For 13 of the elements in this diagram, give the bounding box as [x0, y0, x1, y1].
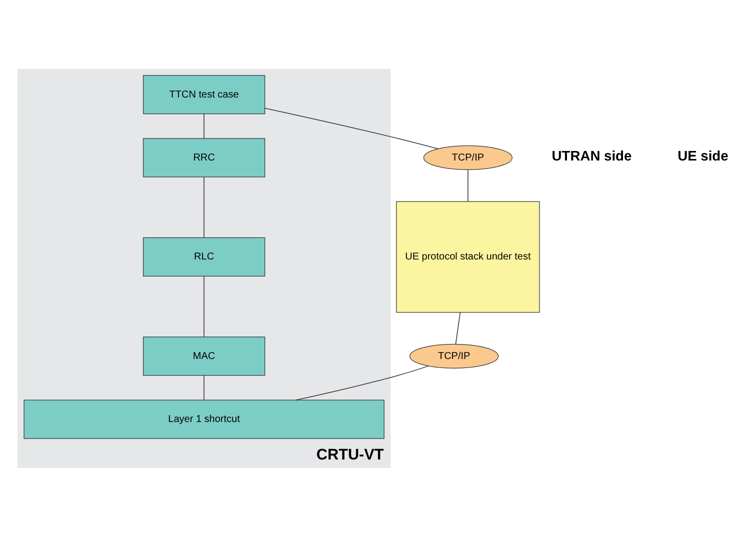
node-box: RLC [142, 236, 266, 276]
node-box: Layer 1 shortcut [24, 399, 384, 438]
label: UTRAN side [552, 146, 632, 163]
node-box: UE protocol stack under test [396, 200, 540, 312]
label: UE side [678, 146, 728, 163]
connector [264, 107, 438, 149]
node-box: MAC [142, 336, 266, 376]
connector [455, 312, 461, 344]
connector [296, 365, 429, 400]
node-box: TTCN test case [142, 74, 266, 114]
node-box: RRC [142, 138, 266, 177]
node-ellipse: TCP/IP [410, 343, 499, 368]
node-ellipse: TCP/IP [423, 144, 512, 170]
